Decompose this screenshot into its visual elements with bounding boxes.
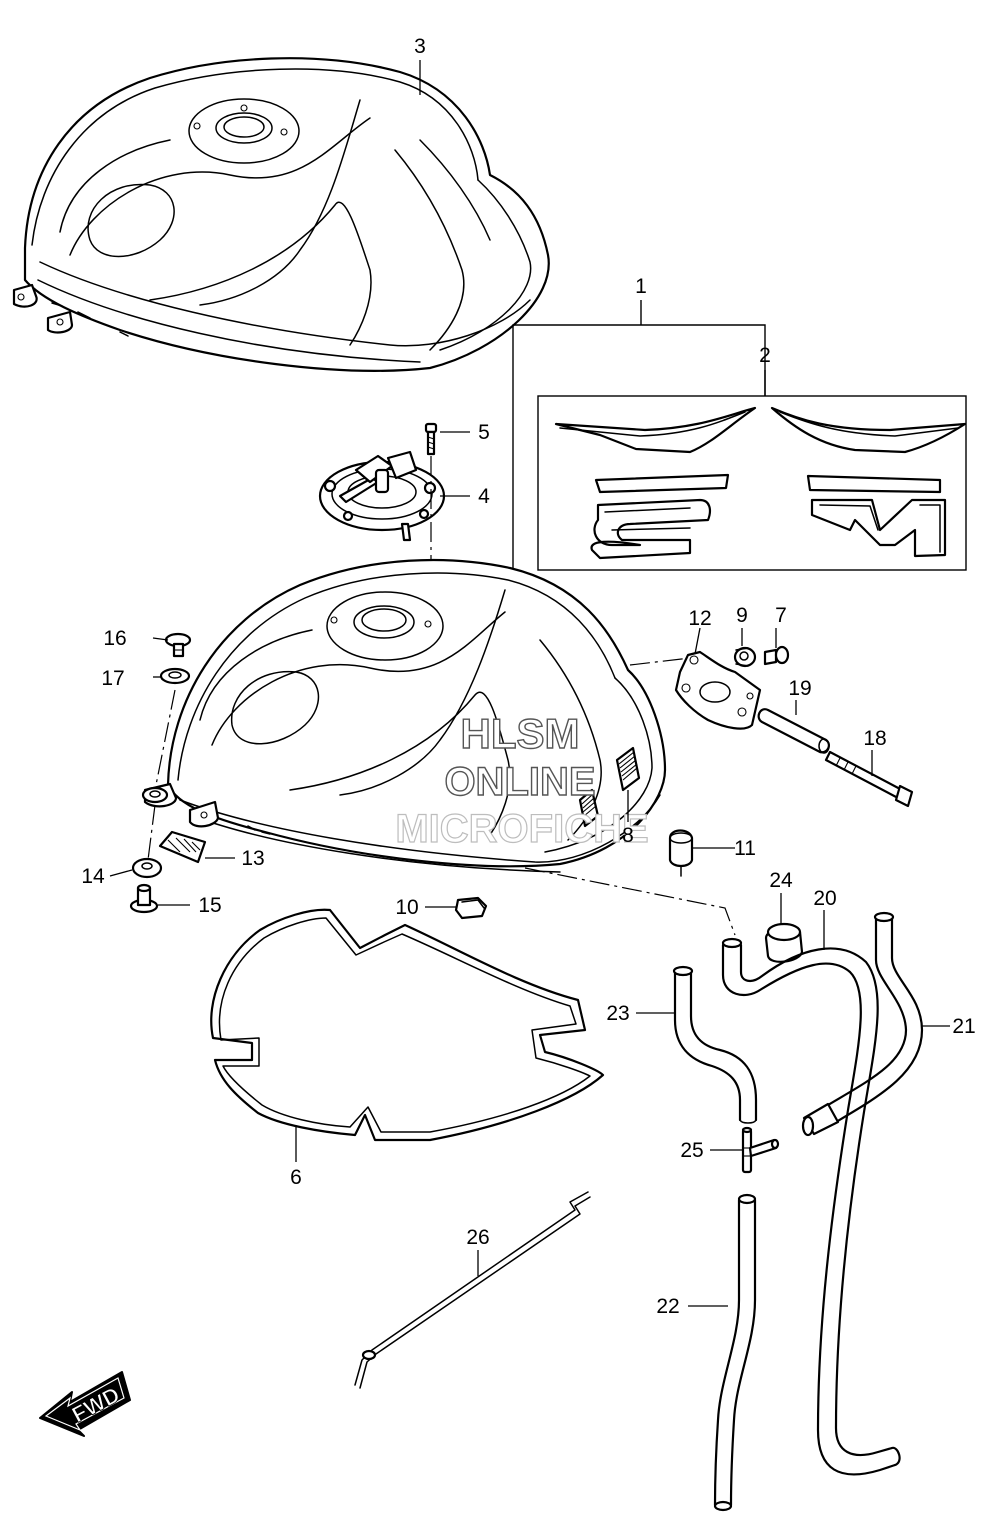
screw-part-5[interactable] <box>424 422 438 456</box>
bracket-part-12[interactable] <box>674 650 762 730</box>
tank-cover-part-3[interactable] <box>12 57 550 372</box>
callout-6: 6 <box>290 1166 302 1189</box>
callout-14: 14 <box>81 865 105 888</box>
callout-17: 17 <box>101 667 124 690</box>
fwd-arrow-icon: FWD <box>39 1371 131 1437</box>
watermark-line-2: ONLINE <box>444 760 595 804</box>
rod-part-26[interactable] <box>354 1191 591 1389</box>
t-joint-part-25[interactable] <box>741 1126 780 1174</box>
spacer-part-19[interactable] <box>757 708 830 754</box>
callout-8: 8 <box>622 824 634 847</box>
grommet-part-9[interactable] <box>733 646 757 668</box>
washer-at-tank-leg <box>141 786 169 804</box>
cushion-part-14[interactable] <box>131 857 163 879</box>
cap-part-24[interactable] <box>764 922 804 963</box>
hose-part-23[interactable] <box>672 965 758 1124</box>
callout-4: 4 <box>478 485 490 508</box>
hose-part-20[interactable] <box>721 937 901 1476</box>
bolt-part-7[interactable] <box>763 645 790 666</box>
collar-part-15[interactable] <box>129 883 159 914</box>
callout-24: 24 <box>769 869 793 892</box>
callout-15: 15 <box>198 894 221 917</box>
callout-5: 5 <box>478 421 490 444</box>
callout-21: 21 <box>952 1015 975 1038</box>
hose-part-21[interactable] <box>801 911 924 1137</box>
callout-20: 20 <box>813 887 836 910</box>
callout-25: 25 <box>680 1139 703 1162</box>
watermark: HLSM ONLINE MICROFICHE <box>395 709 650 851</box>
callout-22: 22 <box>656 1295 679 1318</box>
callout-9: 9 <box>736 604 748 627</box>
tank-emblem-set-part-2[interactable] <box>554 406 967 560</box>
callout-18: 18 <box>863 727 886 750</box>
callout-11: 11 <box>734 837 756 860</box>
callout-7: 7 <box>775 604 787 627</box>
callout-numbers: 1 2 3 4 5 6 7 8 9 10 11 12 13 14 15 16 1… <box>81 35 975 1318</box>
fuel-tank-body[interactable] <box>143 558 667 873</box>
callout-2: 2 <box>759 344 771 367</box>
callout-26: 26 <box>466 1226 489 1249</box>
fuel-cap-part-4[interactable] <box>318 450 446 542</box>
cushion-part-13[interactable] <box>158 830 207 864</box>
emblem-set-bracket <box>512 300 967 571</box>
hose-part-22[interactable] <box>713 1193 757 1512</box>
gasket-part-6[interactable] <box>210 908 605 1142</box>
protector-pad-part-8[interactable] <box>578 746 641 828</box>
callout-12: 12 <box>688 607 711 630</box>
callout-16: 16 <box>103 627 126 650</box>
damper-part-11[interactable] <box>668 829 694 877</box>
watermark-line-1: HLSM <box>461 710 580 757</box>
pin-part-16[interactable] <box>164 632 192 658</box>
callout-23: 23 <box>606 1002 629 1025</box>
long-bolt-part-18[interactable] <box>824 750 914 808</box>
callout-13: 13 <box>241 847 264 870</box>
watermark-line-3: MICROFICHE <box>395 807 648 851</box>
callout-10: 10 <box>395 896 418 919</box>
clip-part-10[interactable] <box>454 896 488 920</box>
washer-part-17[interactable] <box>159 667 191 685</box>
callout-1: 1 <box>635 275 647 298</box>
callout-19: 19 <box>788 677 811 700</box>
callout-3: 3 <box>414 35 426 58</box>
leader-lines <box>109 60 950 1307</box>
